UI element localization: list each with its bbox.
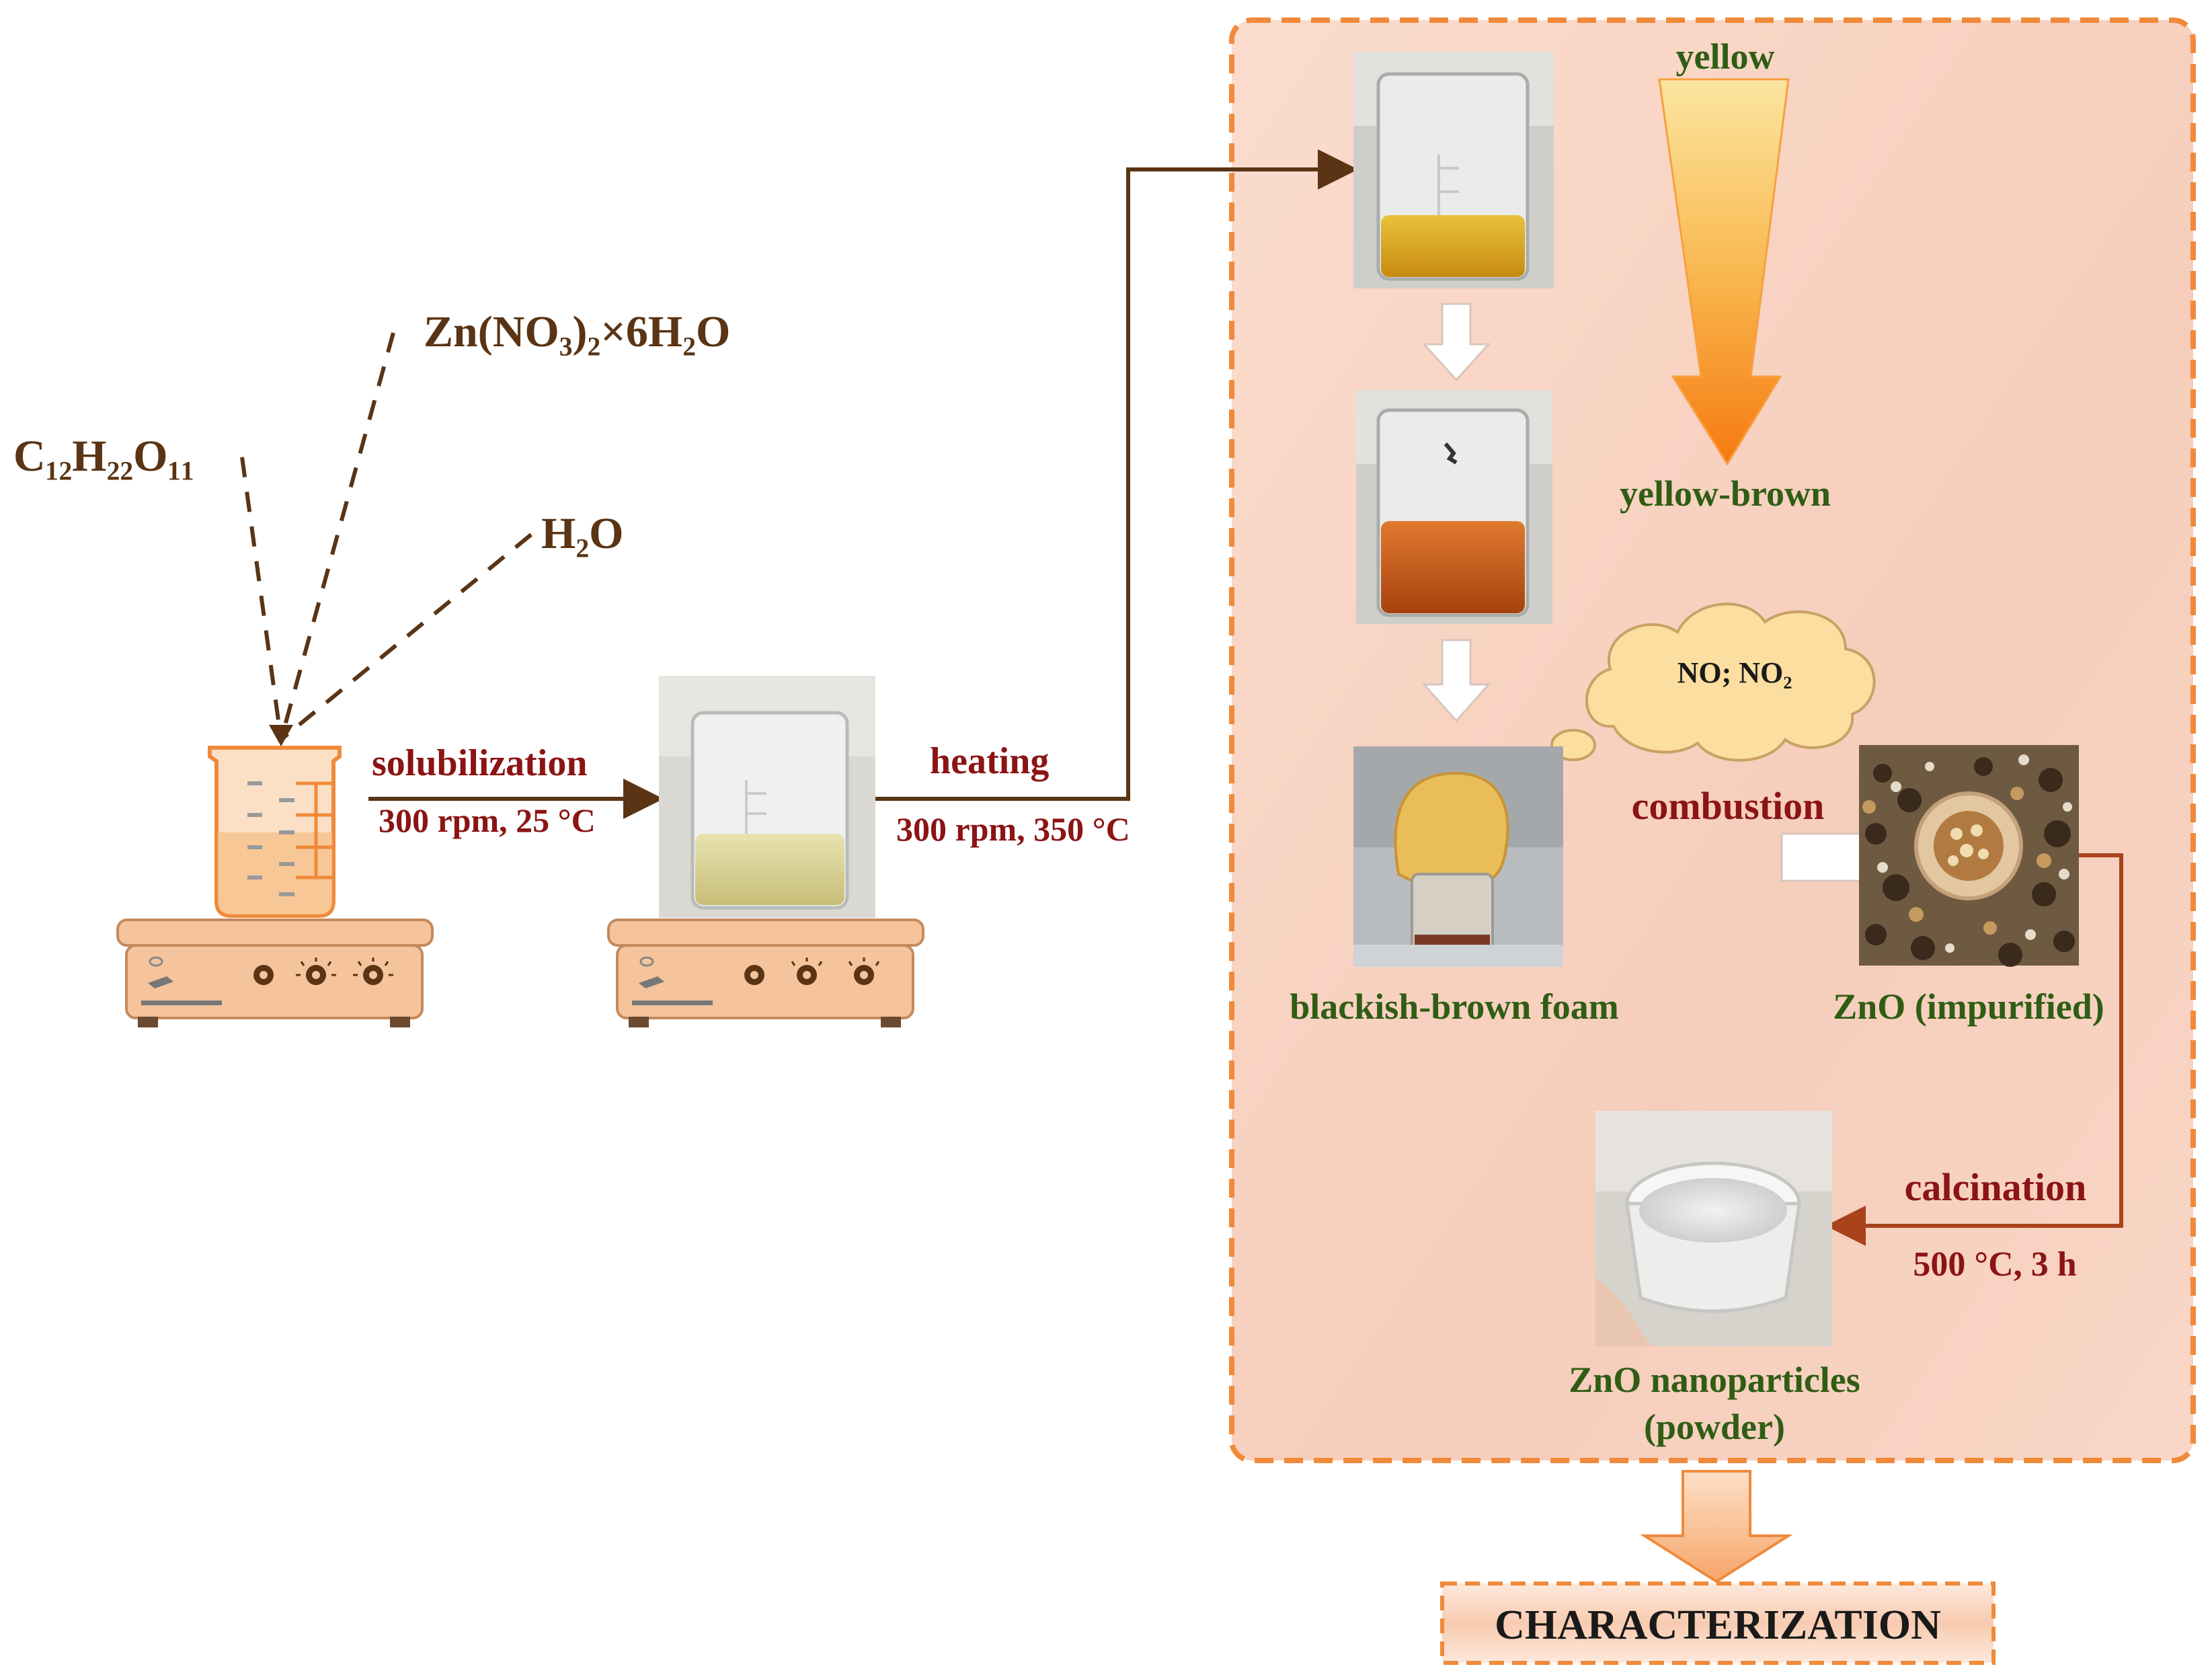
sucrose-label: C₁₂H₂₂O₁₁ (13, 432, 194, 481)
final-product-label-line2: (powder) (1644, 1407, 1785, 1447)
impure-zno-label: ZnO (impurified) (1833, 986, 2104, 1027)
combustion-label: combustion (1632, 784, 1825, 828)
gases-label: NO; NO₂ (1677, 656, 1792, 689)
characterization-box (1440, 1582, 1996, 1665)
down-arrow-1 (1421, 303, 1491, 382)
heating-label: heating (930, 740, 1049, 782)
solubilization-conditions: 300 rpm, 25 °C (379, 802, 596, 839)
reagent-arrowhead (269, 725, 293, 746)
reagent-lines (240, 332, 532, 742)
photo-yellow-solution (1353, 52, 1554, 288)
sucrose-line (240, 457, 283, 740)
beaker-drawing (208, 746, 342, 918)
water-line (280, 533, 532, 742)
zinc-nitrate-label: Zn(NO₃)₂×6H₂O (424, 307, 730, 356)
zinc-nitrate-line (279, 332, 395, 740)
final-product-label-line1: ZnO nanoparticles (1569, 1360, 1860, 1400)
characterization-arrow (1640, 1470, 1793, 1584)
photo-yellow-brown-solution (1356, 390, 1552, 624)
color-end-label: yellow-brown (1620, 473, 1831, 514)
heating-arrow (875, 149, 1358, 801)
characterization-label: CHARACTERIZATION (1495, 1602, 1941, 1648)
photo-foam (1353, 746, 1563, 967)
water-label: H₂O (541, 509, 623, 558)
calcination-arrow (1825, 853, 2123, 1246)
calcination-label: calcination (1905, 1165, 2087, 1209)
hot-plate-stirrer-2 (607, 919, 924, 1027)
color-change-arrow (1658, 78, 1790, 466)
heating-conditions: 300 rpm, 350 °C (896, 810, 1130, 848)
solubilization-label: solubilization (372, 742, 588, 784)
color-start-label: yellow (1676, 36, 1775, 77)
hot-plate-stirrer-1 (116, 919, 434, 1027)
photo-initial-solution (659, 676, 875, 918)
photo-impure-zno (1859, 745, 2079, 967)
foam-label: blackish-brown foam (1290, 986, 1619, 1027)
down-arrow-2 (1421, 639, 1491, 723)
calcination-conditions: 500 °C, 3 h (1913, 1245, 2076, 1284)
photo-zno-powder (1595, 1111, 1832, 1346)
